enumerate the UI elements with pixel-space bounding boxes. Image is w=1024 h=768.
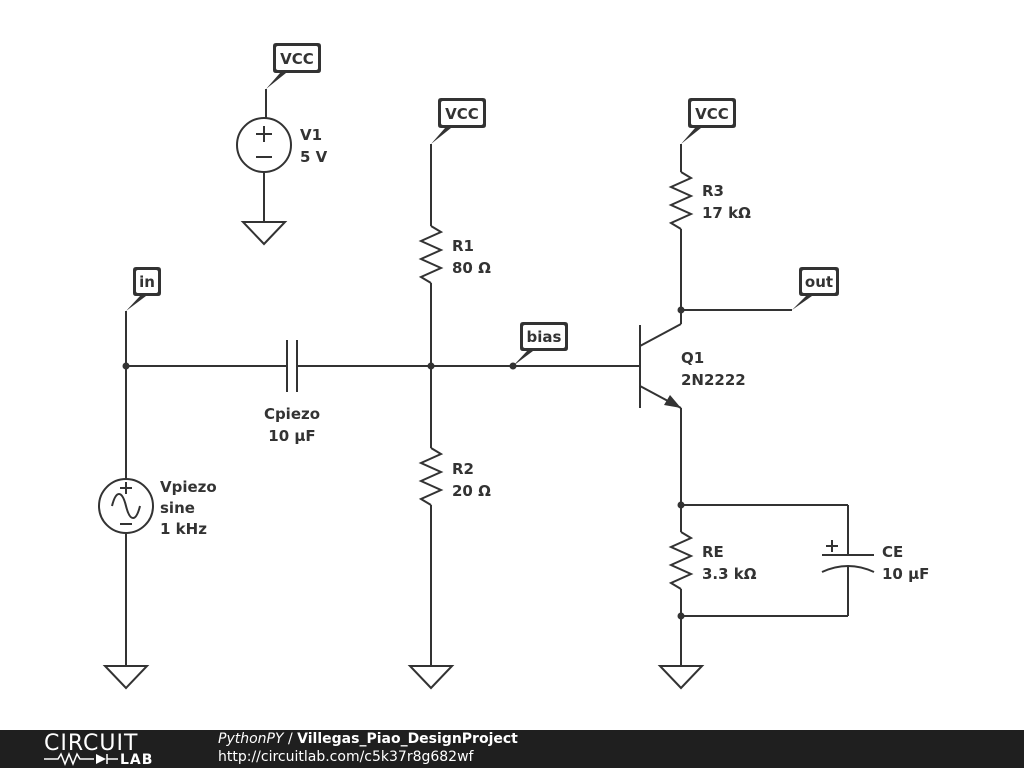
vcc-tag-v1[interactable]: VCC <box>266 43 321 89</box>
resistor-re[interactable] <box>668 531 694 590</box>
out-label: out <box>805 273 833 291</box>
sine-source-vpiezo[interactable] <box>98 478 154 534</box>
circuitlab-logo[interactable]: CIRCUIT LAB <box>44 730 184 768</box>
ground-icon <box>657 665 705 690</box>
resistor-wave-icon <box>44 752 118 766</box>
junction-dot <box>677 306 685 314</box>
logo-text-top: CIRCUIT <box>44 731 139 756</box>
re-name: RE <box>702 543 724 561</box>
junction-dot <box>509 362 517 370</box>
project-title: PythonPY / Villegas_Piao_DesignProject <box>218 731 518 747</box>
vcc-label: VCC <box>280 50 314 68</box>
re-value: 3.3 kΩ <box>702 565 757 583</box>
ce-value: 10 µF <box>882 565 929 583</box>
ce-name: CE <box>882 543 903 561</box>
r1-value: 80 Ω <box>452 259 491 277</box>
net-tag-in[interactable]: in <box>126 267 161 311</box>
vcc-label: VCC <box>695 105 729 123</box>
resistor-r1[interactable] <box>418 225 444 284</box>
circuit-schematic: VCC V1 5 V in Vpiezo sine 1 kHz Cpiezo 1… <box>98 43 929 690</box>
vpiezo-name: Vpiezo <box>160 478 217 496</box>
q1-part: 2N2222 <box>681 371 746 389</box>
path-separator: / <box>283 731 298 747</box>
in-label: in <box>139 273 155 291</box>
capacitor-cpiezo[interactable] <box>286 340 298 392</box>
r3-name: R3 <box>702 182 724 200</box>
r2-name: R2 <box>452 460 474 478</box>
v1-value: 5 V <box>300 148 328 166</box>
ground-icon <box>407 665 455 690</box>
project-url[interactable]: http://circuitlab.com/c5k37r8g682wf <box>218 749 474 765</box>
junction-dot <box>677 501 685 509</box>
ground-icon <box>240 221 288 246</box>
r2-value: 20 Ω <box>452 482 491 500</box>
resistor-r2[interactable] <box>418 447 444 506</box>
cpiezo-value: 10 µF <box>268 427 315 445</box>
junction-dot <box>677 612 685 620</box>
project-name[interactable]: Villegas_Piao_DesignProject <box>297 731 518 747</box>
v1-name: V1 <box>300 126 322 144</box>
voltage-source-v1[interactable] <box>236 117 292 173</box>
junction-dot <box>427 362 435 370</box>
vcc-label: VCC <box>445 105 479 123</box>
r3-value: 17 kΩ <box>702 204 751 222</box>
resistor-r3[interactable] <box>668 171 694 230</box>
ground-icon <box>102 665 150 690</box>
cpiezo-name: Cpiezo <box>264 405 320 423</box>
vpiezo-freq: 1 kHz <box>160 520 207 538</box>
vcc-tag-r1[interactable]: VCC <box>431 98 486 144</box>
vcc-tag-r3[interactable]: VCC <box>681 98 736 144</box>
q1-name: Q1 <box>681 349 704 367</box>
net-tag-out[interactable]: out <box>792 267 839 310</box>
net-tag-bias[interactable]: bias <box>513 322 568 366</box>
logo-text-bottom: LAB <box>120 752 154 768</box>
vpiezo-type: sine <box>160 499 195 517</box>
bias-label: bias <box>527 328 562 346</box>
r1-name: R1 <box>452 237 474 255</box>
junction-dot <box>122 362 130 370</box>
transistor-q1[interactable] <box>639 323 682 409</box>
footer-bar: CIRCUIT LAB PythonPY / Villegas_Piao_Des… <box>0 730 1024 768</box>
project-owner[interactable]: PythonPY <box>218 731 284 747</box>
